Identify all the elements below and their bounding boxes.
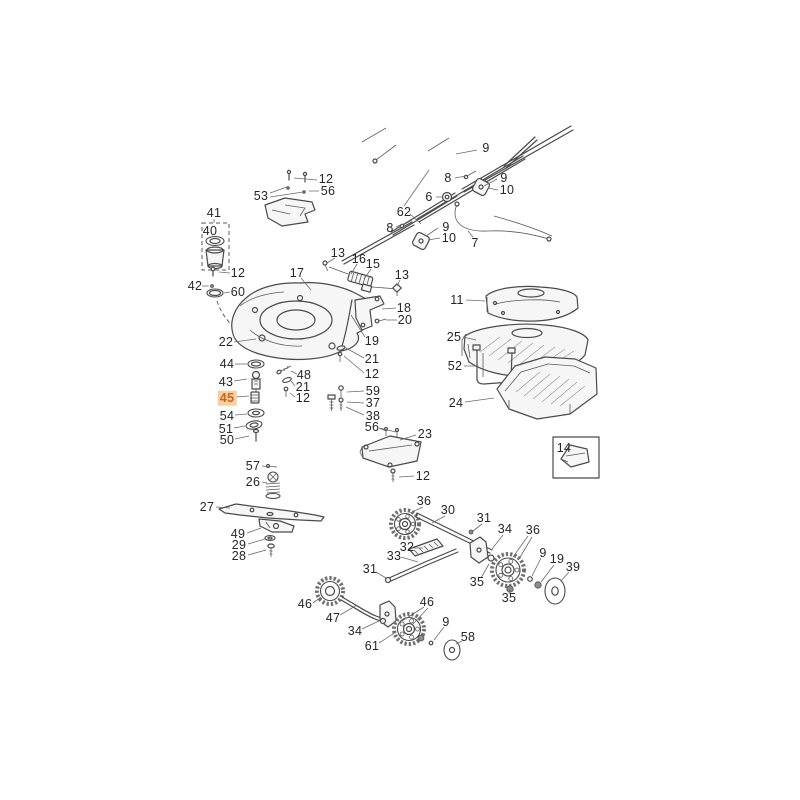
part-label-21: 21 <box>364 351 380 366</box>
part-label-59: 59 <box>365 383 381 398</box>
mulch-kit-box <box>552 436 600 479</box>
part-label-9: 9 <box>482 140 490 155</box>
part-label-34: 34 <box>497 521 513 536</box>
handle-bracket-assembly <box>264 169 316 227</box>
part-label-35: 35 <box>469 574 485 589</box>
part-label-21: 21 <box>295 379 311 394</box>
part-label-9: 9 <box>442 614 450 629</box>
part-label-28: 28 <box>231 548 247 563</box>
part-label-13: 13 <box>330 245 346 260</box>
part-label-56: 56 <box>320 183 336 198</box>
part-label-12: 12 <box>230 265 246 280</box>
part-label-7: 7 <box>471 235 479 250</box>
part-label-6: 6 <box>425 189 433 204</box>
part-label-26: 26 <box>245 474 261 489</box>
part-label-10: 10 <box>499 182 515 197</box>
leader-lines <box>202 149 570 645</box>
part-label-12: 12 <box>318 171 334 186</box>
handlebar-assembly <box>341 125 574 265</box>
throttle-spring-assembly <box>322 260 402 296</box>
part-label-33: 33 <box>386 548 402 563</box>
part-label-60: 60 <box>230 284 246 299</box>
part-label-35: 35 <box>501 590 517 605</box>
part-label-40: 40 <box>202 223 218 238</box>
part-label-52: 52 <box>447 358 463 373</box>
part-label-53: 53 <box>253 188 269 203</box>
part-label-22: 22 <box>218 334 234 349</box>
part-label-62: 62 <box>396 204 412 219</box>
part-label-61: 61 <box>364 638 380 653</box>
part-label-54: 54 <box>219 408 235 423</box>
part-label-45: 45 <box>217 390 237 406</box>
part-label-34: 34 <box>347 623 363 638</box>
part-label-13: 13 <box>394 267 410 282</box>
blade-assembly <box>218 463 325 557</box>
part-label-29: 29 <box>231 537 247 552</box>
rear-cover-assembly <box>461 285 598 420</box>
mount-bracket-assembly <box>354 295 387 331</box>
part-label-44: 44 <box>219 356 235 371</box>
part-label-48: 48 <box>296 367 312 382</box>
part-label-11: 11 <box>450 292 464 307</box>
air-filter-assembly <box>201 222 244 335</box>
part-label-36: 36 <box>416 493 432 508</box>
part-label-9: 9 <box>500 170 508 185</box>
discharge-flap-assembly <box>359 426 422 482</box>
part-label-39: 39 <box>565 559 581 574</box>
part-label-47: 47 <box>325 610 341 625</box>
part-label-46: 46 <box>297 596 313 611</box>
part-label-46: 46 <box>419 594 435 609</box>
part-label-37: 37 <box>365 395 381 410</box>
rear-wheel-assembly <box>315 576 461 661</box>
part-label-12: 12 <box>415 468 431 483</box>
part-label-12: 12 <box>364 366 380 381</box>
part-label-23: 23 <box>417 426 433 441</box>
part-label-50: 50 <box>219 432 235 447</box>
part-label-15: 15 <box>365 256 381 271</box>
part-label-19: 19 <box>364 333 380 348</box>
part-label-38: 38 <box>365 408 381 423</box>
part-label-31: 31 <box>476 510 492 525</box>
front-wheel-assembly <box>384 508 566 605</box>
part-label-10: 10 <box>441 230 457 245</box>
part-label-9: 9 <box>539 545 547 560</box>
part-label-57: 57 <box>245 458 261 473</box>
part-label-14: 14 <box>556 440 572 455</box>
part-label-31: 31 <box>362 561 378 576</box>
part-label-43: 43 <box>218 374 234 389</box>
part-label-17: 17 <box>289 265 305 280</box>
part-label-9: 9 <box>442 219 450 234</box>
deck-fasteners <box>245 359 344 442</box>
part-label-58: 58 <box>460 629 476 644</box>
part-label-49: 49 <box>230 526 246 541</box>
part-label-41: 41 <box>206 205 222 220</box>
part-label-12: 12 <box>295 390 311 405</box>
part-label-24: 24 <box>448 395 464 410</box>
part-label-30: 30 <box>440 502 456 517</box>
part-label-42: 42 <box>187 278 203 293</box>
part-label-27: 27 <box>199 499 215 514</box>
part-label-36: 36 <box>525 522 541 537</box>
part-label-8: 8 <box>444 170 452 185</box>
part-label-8: 8 <box>386 220 394 235</box>
deck-assembly <box>231 282 372 362</box>
part-label-16: 16 <box>351 251 367 266</box>
part-label-56: 56 <box>364 419 380 434</box>
part-label-18: 18 <box>396 300 412 315</box>
part-label-25: 25 <box>446 329 462 344</box>
part-label-51: 51 <box>218 421 234 436</box>
part-label-20: 20 <box>397 312 413 327</box>
part-label-19: 19 <box>549 551 565 566</box>
part-label-32: 32 <box>399 539 415 554</box>
